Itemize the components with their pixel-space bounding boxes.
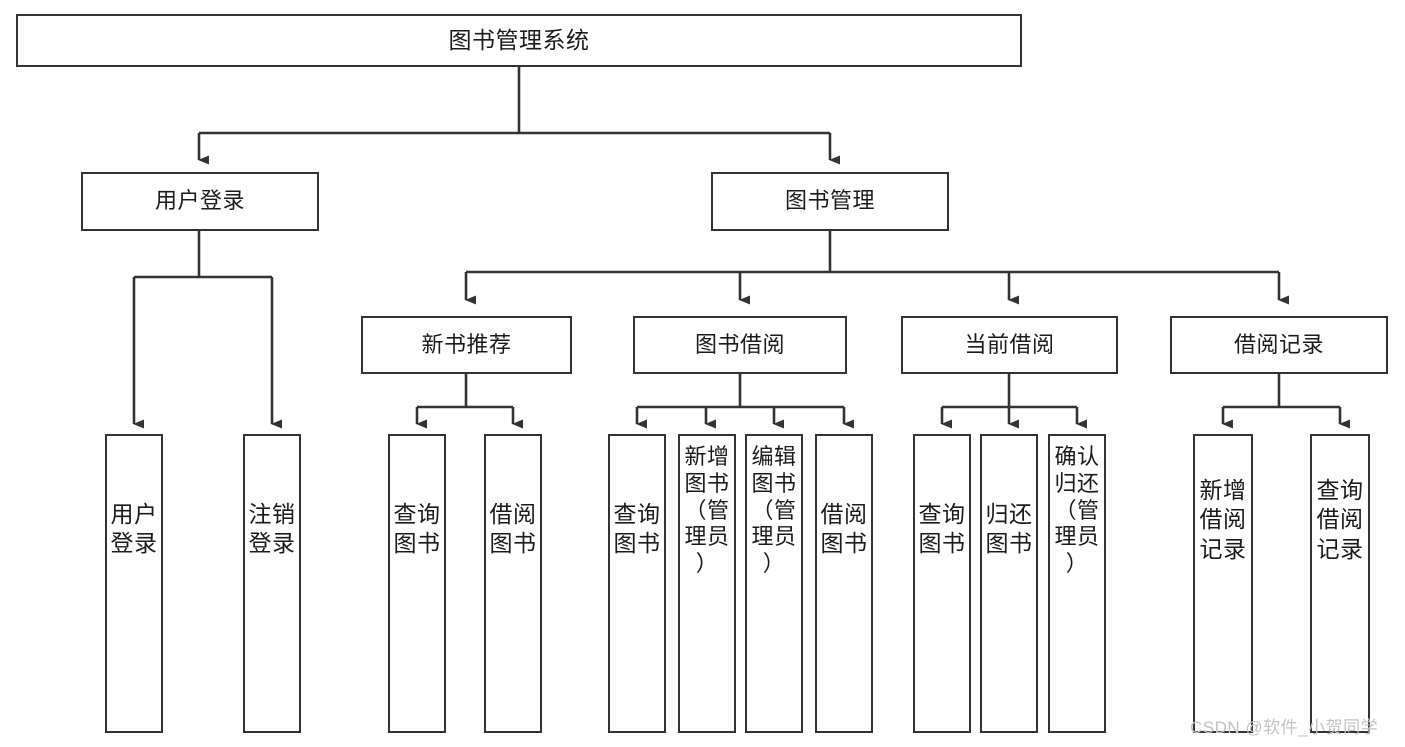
node-label: 注销 登录 xyxy=(248,501,296,557)
node-leaf-return-book[interactable]: 归还 图书 xyxy=(980,434,1038,733)
node-leaf-user-login[interactable]: 用户 登录 xyxy=(105,434,163,733)
node-label: 图书借阅 xyxy=(694,331,785,357)
node-label: 新增 借阅 记录 xyxy=(1199,477,1247,562)
node-leaf-borrow-book-2[interactable]: 借阅 图书 xyxy=(815,434,873,733)
node-borrow-record[interactable]: 借阅记录 xyxy=(1170,316,1388,374)
watermark-text: CSDN @软件_小贺同学 xyxy=(1190,718,1379,737)
node-label: 新增 图书 （管 理员 ） xyxy=(684,444,730,577)
node-leaf-query-book-3[interactable]: 查询 图书 xyxy=(913,434,971,733)
node-label: 用户 登录 xyxy=(110,501,158,557)
node-leaf-confirm-return-admin[interactable]: 确认 归还 （管 理员 ） xyxy=(1048,434,1106,733)
node-label: 查询 借阅 记录 xyxy=(1316,477,1364,562)
node-label: 新书推荐 xyxy=(421,331,512,357)
node-label: 查询 图书 xyxy=(918,501,966,557)
node-label: 用户登录 xyxy=(154,188,245,214)
node-leaf-add-borrow-record[interactable]: 新增 借阅 记录 xyxy=(1193,434,1253,733)
node-leaf-borrow-book-1[interactable]: 借阅 图书 xyxy=(484,434,542,733)
node-label: 图书管理 xyxy=(784,188,875,214)
node-user-login[interactable]: 用户登录 xyxy=(81,172,319,231)
node-leaf-query-borrow-record[interactable]: 查询 借阅 记录 xyxy=(1310,434,1370,733)
node-current-borrow[interactable]: 当前借阅 xyxy=(901,316,1118,374)
node-label: 借阅记录 xyxy=(1233,331,1324,357)
node-label: 借阅 图书 xyxy=(820,501,868,557)
node-leaf-edit-book-admin[interactable]: 编辑 图书 （管 理员 ） xyxy=(745,434,803,733)
node-label: 编辑 图书 （管 理员 ） xyxy=(751,444,797,577)
node-label: 查询 图书 xyxy=(393,501,441,557)
node-leaf-logout[interactable]: 注销 登录 xyxy=(243,434,301,733)
node-label: 当前借阅 xyxy=(964,331,1055,357)
node-leaf-query-book-2[interactable]: 查询 图书 xyxy=(608,434,666,733)
node-label: 借阅 图书 xyxy=(489,501,537,557)
node-label: 归还 图书 xyxy=(985,501,1033,557)
node-leaf-add-book-admin[interactable]: 新增 图书 （管 理员 ） xyxy=(678,434,736,733)
node-new-book-recommend[interactable]: 新书推荐 xyxy=(361,316,572,374)
node-label: 图书管理系统 xyxy=(448,26,590,53)
node-label: 查询 图书 xyxy=(613,501,661,557)
node-book-management[interactable]: 图书管理 xyxy=(711,172,949,231)
node-root-book-management-system[interactable]: 图书管理系统 xyxy=(16,14,1022,67)
node-book-borrow[interactable]: 图书借阅 xyxy=(633,316,847,374)
node-label: 确认 归还 （管 理员 ） xyxy=(1054,444,1100,577)
node-leaf-query-book-1[interactable]: 查询 图书 xyxy=(388,434,446,733)
